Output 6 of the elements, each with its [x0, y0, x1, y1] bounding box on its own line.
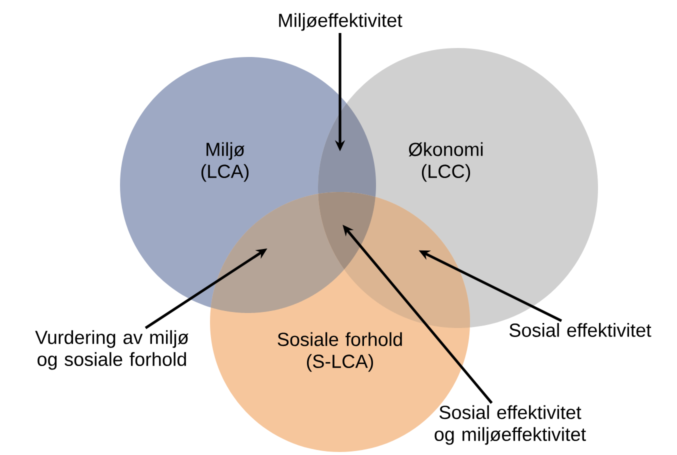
text-label: Vurdering av miljø og sosiale forhold: [35, 330, 188, 370]
venn-overlap: [344, 197, 470, 328]
text-label: Miljøeffektivitet: [279, 13, 402, 31]
venn-overlap: [210, 194, 344, 313]
venn-overlap: [318, 104, 376, 197]
venn-overlap: [318, 192, 376, 270]
